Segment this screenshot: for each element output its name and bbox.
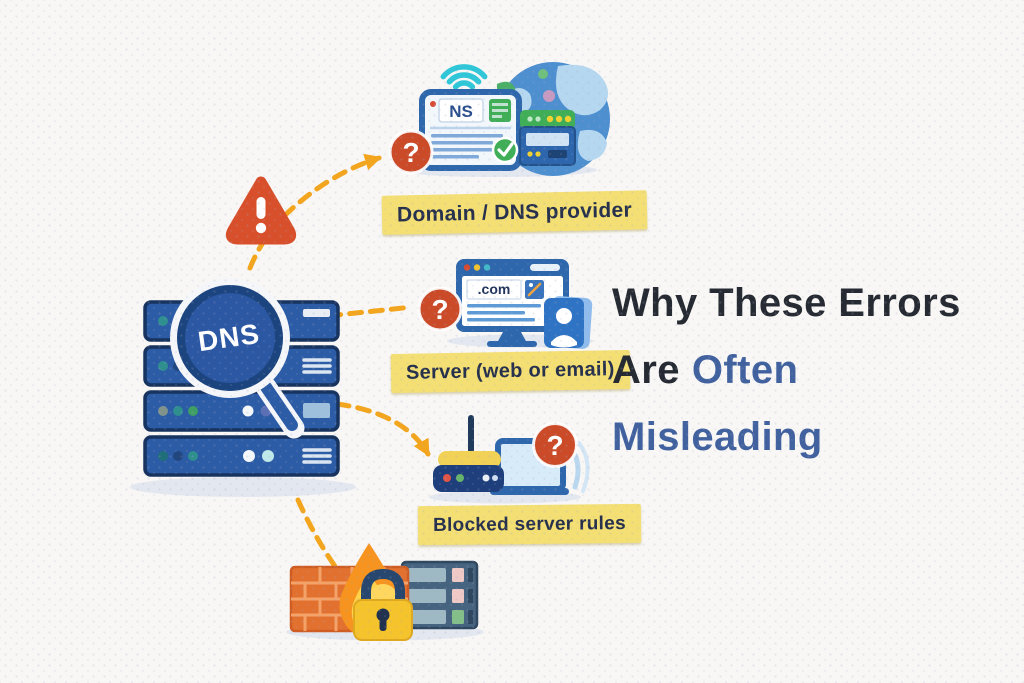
router-icon xyxy=(433,415,504,492)
connector-router xyxy=(334,401,431,457)
label-server-web-email: Server (web or email) xyxy=(390,349,630,394)
server-web-email-icon: .com ? xyxy=(417,259,593,349)
question-badge-domain: ? xyxy=(388,129,434,175)
contact-card-icon xyxy=(544,296,593,349)
connector-firewall xyxy=(295,497,342,575)
label-domain-provider: Domain / DNS provider xyxy=(381,190,648,235)
dotcom-label: .com xyxy=(478,281,511,297)
svg-text:?: ? xyxy=(546,430,563,461)
mini-dns-server xyxy=(519,110,576,166)
svg-text:?: ? xyxy=(402,137,419,168)
router-icon-group: ? xyxy=(433,415,590,495)
question-badge-router: ? xyxy=(532,422,578,468)
warning-triangle-icon xyxy=(225,176,297,245)
domain-provider-icon: NS xyxy=(388,62,610,176)
firewall-rack-icon xyxy=(400,560,479,630)
dns-magnifier-icon: DNS xyxy=(170,278,305,439)
title-line2-prefix: Are xyxy=(612,348,680,392)
svg-text:?: ? xyxy=(431,294,448,325)
firewall-icon xyxy=(289,543,479,641)
question-badge-server: ? xyxy=(417,286,463,332)
check-badge-icon xyxy=(491,136,519,164)
monitor-icon: .com xyxy=(456,259,569,347)
title-line1: Why These Errors xyxy=(612,281,961,325)
ns-label: NS xyxy=(449,102,473,121)
padlock-icon xyxy=(353,568,413,641)
title-line2-highlight: Often Misleading xyxy=(612,348,823,459)
label-blocked-server-rules: Blocked server rules xyxy=(417,503,642,546)
exclamation-mark xyxy=(256,197,266,219)
